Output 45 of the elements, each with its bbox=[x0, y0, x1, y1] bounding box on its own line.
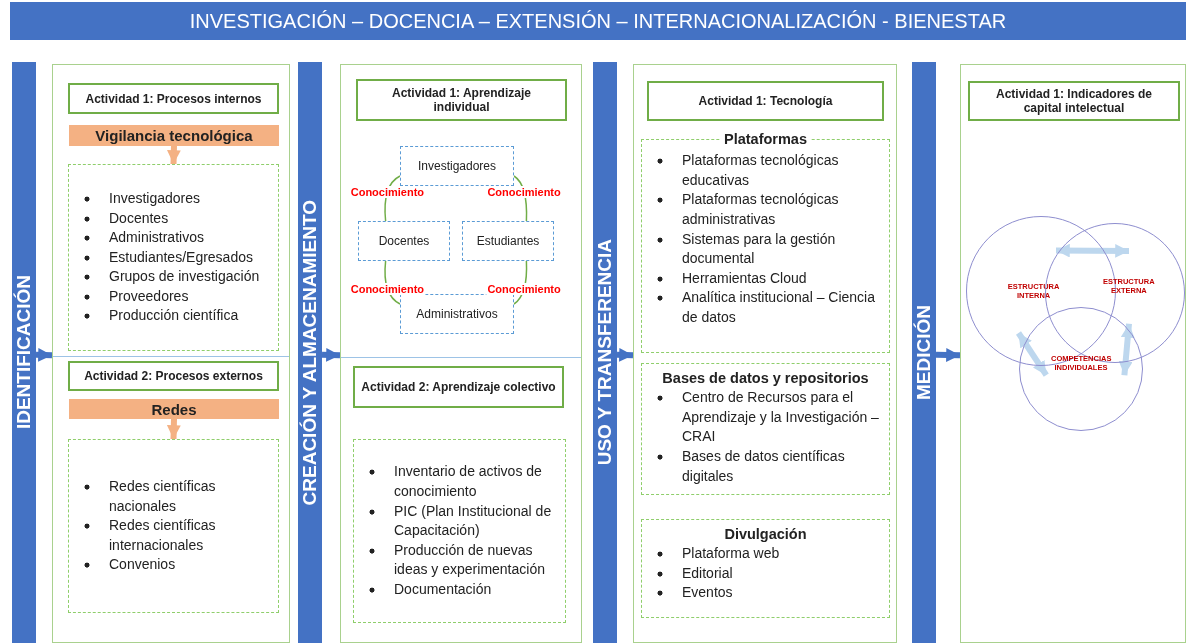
activity-header: Actividad 1: Indicadores de capital intelectual bbox=[968, 81, 1180, 121]
edge-label: Conocimiento bbox=[349, 282, 426, 295]
dashed-list-box bbox=[353, 439, 566, 623]
topic-banner: Vigilancia tecnológica bbox=[69, 125, 279, 146]
topic-banner: Redes bbox=[69, 399, 279, 419]
double-arrow bbox=[1118, 323, 1135, 376]
phase-bar bbox=[12, 62, 36, 643]
activity-header: Actividad 2: Aprendizaje colectivo bbox=[353, 366, 564, 408]
role-box: Investigadores bbox=[400, 146, 514, 186]
role-box: Administrativos bbox=[400, 294, 514, 334]
phase-label: IDENTIFICACIÓN bbox=[13, 275, 35, 430]
activity-header: Actividad 2: Procesos externos bbox=[68, 361, 279, 391]
arrow bbox=[321, 348, 341, 362]
edge-label: Conocimiento bbox=[349, 185, 426, 198]
double-arrow bbox=[1055, 243, 1130, 258]
double-arrow bbox=[1016, 331, 1049, 377]
dashed-list-box bbox=[68, 164, 279, 351]
dashed-list-box bbox=[68, 439, 279, 613]
arrow bbox=[167, 145, 181, 165]
activity-header: Actividad 1: Tecnología bbox=[647, 81, 884, 121]
arrow bbox=[616, 348, 634, 362]
arrow bbox=[35, 348, 53, 362]
section-heading: Divulgación bbox=[724, 525, 807, 544]
phase-panel bbox=[340, 64, 582, 643]
edge-label: Conocimiento bbox=[486, 282, 562, 295]
role-box: Estudiantes bbox=[462, 221, 554, 261]
section-heading: Bases de datos y repositorios bbox=[662, 369, 869, 388]
phase-label: MEDICIÓN bbox=[913, 305, 935, 400]
activity-header: Actividad 1: Aprendizaje individual bbox=[356, 79, 567, 121]
dashed-list-box bbox=[641, 363, 890, 495]
phase-bar bbox=[593, 62, 617, 643]
title-band: INVESTIGACIÓN – DOCENCIA – EXTENSIÓN – INTERNACIONALIZACIÓN - BIENESTAR bbox=[10, 2, 1186, 40]
activity-header: Actividad 1: Procesos internos bbox=[68, 83, 279, 114]
phase-panel bbox=[633, 64, 897, 643]
phase-label: CREACIÓN Y ALMACENAMIENTO bbox=[299, 199, 321, 506]
arrow bbox=[935, 348, 961, 362]
phase-label: USO Y TRANSFERENCIA bbox=[594, 239, 616, 466]
phase-panel bbox=[960, 64, 1186, 643]
phase-panel bbox=[52, 64, 290, 643]
role-box: Docentes bbox=[358, 221, 450, 261]
phase-bar bbox=[912, 62, 936, 643]
dashed-list-box bbox=[641, 519, 890, 618]
phase-bar bbox=[298, 62, 322, 643]
arrow bbox=[166, 418, 181, 440]
edge-label: Conocimiento bbox=[486, 185, 562, 198]
